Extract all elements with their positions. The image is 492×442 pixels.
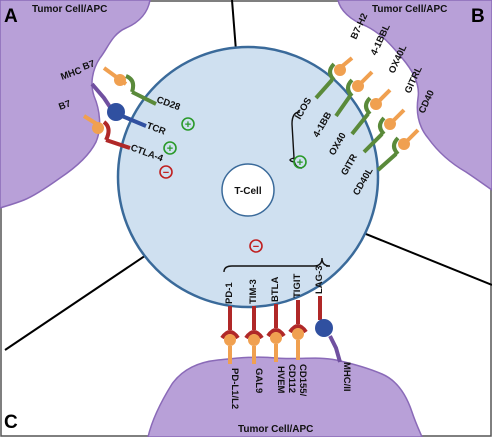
ligand-b7-head-2 — [92, 122, 104, 134]
pair-lag3-mhcii — [315, 296, 342, 363]
plus-icon-cd28: + — [181, 117, 195, 131]
ligand-mhc-peptide — [107, 103, 125, 121]
label-cd155: CD155/ — [297, 364, 308, 397]
apc-cell-bottom — [147, 356, 424, 438]
receptor-cd28-stem — [131, 90, 157, 106]
label-pdl1-l2: PD-L1/L2 — [229, 368, 240, 409]
label-cd112: CD112 — [286, 364, 297, 393]
panel-label-a: A — [4, 6, 18, 27]
panel-label-b: B — [471, 6, 485, 27]
t-cell-nucleus — [221, 163, 275, 217]
bracket-coinhib — [223, 257, 331, 273]
label-b7-bottom: B7 — [57, 98, 72, 112]
label-b7-top: B7 — [81, 58, 96, 72]
pair-cd40-cd40l — [376, 128, 420, 172]
apc-label-top-left: Tumor Cell/APC — [32, 4, 107, 15]
minus-icon-coinhib: − — [249, 239, 263, 253]
svg-text:+: + — [185, 119, 191, 131]
t-cell-label: T-Cell — [234, 186, 261, 197]
label-lag3: LAG-3 — [314, 266, 325, 295]
plus-icon-costim: + — [293, 155, 307, 169]
label-btla: BTLA — [270, 277, 281, 302]
panel-label-c: C — [4, 412, 18, 433]
apc-label-top-right: Tumor Cell/APC — [372, 4, 447, 15]
minus-icon-ctla4: − — [159, 165, 173, 179]
receptor-ctla4-cup — [102, 120, 111, 141]
pair-ox40l-ox40 — [350, 88, 392, 136]
pair-41bbl-41bb — [334, 70, 374, 118]
receptor-cd28-cup — [125, 74, 136, 93]
apc-label-bottom: Tumor Cell/APC — [238, 424, 313, 435]
panel-c-molecules: PD-1 TIM-3 BTLA TIGIT LAG-3 − PD-L1/L2 G… — [220, 239, 352, 409]
ligand-b7-head-1 — [114, 74, 126, 86]
label-pd1: PD-1 — [224, 282, 235, 304]
receptor-tcr-stem — [121, 114, 147, 128]
pair-pd1-pdl1 — [220, 306, 240, 364]
label-mhc-ii: MHC/II — [341, 362, 352, 392]
plus-icon-tcr: + — [163, 141, 177, 155]
label-cd155-cd112: CD155/ CD112 — [286, 364, 308, 399]
svg-text:+: + — [167, 143, 173, 155]
label-tigit: TIGIT — [292, 274, 303, 298]
pair-b7h2-icos — [314, 56, 354, 100]
label-tim3: TIM-3 — [248, 279, 259, 304]
pair-gitrl-gitr — [362, 108, 406, 154]
label-hvem: HVEM — [275, 366, 286, 394]
pair-tigit-cd155 — [288, 300, 308, 360]
svg-text:−: − — [163, 167, 169, 179]
label-gal9: GAL9 — [253, 368, 264, 393]
receptor-ctla4-stem — [105, 138, 131, 150]
svg-text:−: − — [253, 241, 259, 253]
pair-btla-hvem — [266, 304, 286, 362]
apc-cell-top-left — [0, 0, 151, 209]
svg-text:+: + — [297, 157, 303, 169]
pair-tim3-gal9 — [244, 306, 264, 364]
apc-cell-top-right — [337, 0, 492, 191]
